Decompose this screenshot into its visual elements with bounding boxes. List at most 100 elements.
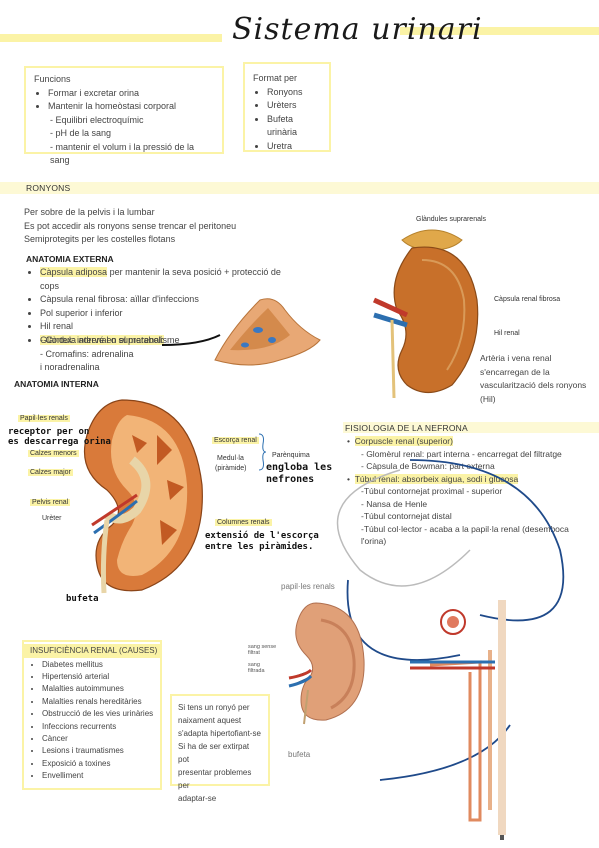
list-item: Formar i excretar orina [48, 87, 214, 101]
label-columnes-renals: Columnes renals [215, 519, 272, 526]
list-item: Hil renal [40, 320, 300, 334]
note-line: Artèria i vena renal [480, 353, 552, 363]
label-calzes-major: Calzes major [28, 469, 73, 476]
funcions-list: Formar i excretar orina Mantenir la home… [34, 87, 214, 114]
label-line: filtrada [248, 668, 265, 674]
kidney-external-illustration [372, 229, 479, 399]
label-line: sang [248, 662, 260, 668]
anatomia-externa-heading: ANATOMIA EXTERNA [26, 254, 114, 264]
format-per-list: Ronyons Urèters Bufeta urinària Uretra [253, 86, 321, 154]
hil-note: Artèria i vena renal s'encarregan de la … [480, 352, 586, 406]
list-item: Càncer [42, 733, 156, 745]
label-bufeta-bottom: bufeta [288, 750, 311, 759]
list-item: Obstrucció de les vies urinàries [42, 708, 156, 720]
label-glandules: Glàndules suprarenals [416, 216, 487, 223]
note-line: Si ha de ser extirpat pot [178, 742, 250, 764]
page-title: Sistema urinari [232, 12, 483, 47]
list-item: Hipertensió arterial [42, 671, 156, 683]
list-item: Urèters [267, 99, 321, 113]
nefrona-section-label: FISIOLOGIA DE LA NEFRONA [345, 423, 468, 433]
hand-extensio: extensió de l'escorça entre les piràmide… [205, 531, 319, 553]
hand-bufeta: bufeta [66, 594, 99, 604]
label-hil-renal: Hil renal [494, 330, 520, 337]
hand-engloba: engloba les nefrones [266, 462, 332, 486]
ronyons-intro: Per sobre de la pelvis i la lumbar Es po… [24, 206, 264, 247]
note-line: naixament aquest [178, 716, 242, 725]
brace [258, 433, 267, 471]
sub-item: i noradrenalina [40, 362, 100, 372]
anatomia-interna-heading: ANATOMIA INTERNA [14, 379, 99, 389]
format-per-box: Format per Ronyons Urèters Bufeta urinàr… [243, 62, 331, 152]
label-piramide: (piràmide) [215, 465, 247, 472]
list-item: Càpsula renal fibrosa: aïllar d'infeccio… [40, 293, 300, 307]
insuficiencia-heading: INSUFICIÈNCIA RENAL (CAUSES) [24, 644, 160, 658]
list-item: • Túbul renal: absorbeix aigua, sodi i g… [347, 473, 519, 484]
anatomia-externa-list: Càpsula adiposa per mantenir la seva pos… [26, 266, 300, 347]
list-item: Diabetes mellitus [42, 659, 156, 671]
list-item: Ronyons [267, 86, 321, 100]
label-calzes-menors: Calzes menors [28, 450, 79, 457]
nephron-diagram [336, 459, 565, 840]
label-line: filtrat [248, 650, 260, 656]
note-line: presentar problemes per [178, 768, 252, 790]
list-item: Bufeta urinària [267, 113, 321, 140]
title-highlight-left [0, 34, 222, 42]
sub-item: -Túbul contornejat proximal - superior [361, 486, 503, 496]
insuficiencia-list: Diabetes mellitus Hipertensió arterial M… [28, 659, 156, 783]
list-item: Infeccions recurrents [42, 721, 156, 733]
hand-line: nefrones [266, 474, 315, 485]
hand-receptor: receptor per on es descarrega orina [8, 427, 111, 447]
sub-item: -Túbul contornejat distal [361, 511, 452, 521]
label-line: sang sense [248, 644, 277, 650]
list-item: Exposició a toxines [42, 758, 156, 770]
hand-line: entre les piràmides. [205, 542, 314, 552]
sub-item: - mantenir el volum i la pressió de la s… [50, 141, 195, 166]
list-item: Envelliment [42, 770, 156, 782]
sub-item: - pH de la sang [50, 128, 112, 138]
intro-line: Semiprotegits per les costelles flotans [24, 234, 176, 244]
label-parenquima: Parènquima [272, 452, 310, 459]
intro-line: Es pot accedir als ronyons sense trencar… [24, 220, 237, 231]
sub-item: - Equilibri electroquímic [50, 114, 144, 125]
sub-item: - Cromafins: adrenalina [40, 348, 134, 359]
list-item: Malalties renals hereditàries [42, 696, 156, 708]
list-item: • Corpuscle renal (superior) [347, 436, 453, 446]
label-sang-sense: sang sense filtrat [248, 644, 276, 656]
sub-item: -Túbul col·lector - acaba a la papil·la … [361, 523, 569, 534]
hand-line: extensió de l'escorça [205, 531, 319, 541]
intro-line: Per sobre de la pelvis i la lumbar [24, 207, 155, 217]
label-sang-filtrada: sang filtrada [248, 662, 265, 674]
note-line: vascularització dels ronyons [480, 380, 587, 390]
list-item: Pol superior i inferior [40, 307, 300, 321]
adrenal-gland-illustration [161, 298, 321, 366]
list-item: Malalties autoimmunes [42, 683, 156, 695]
list-item: Glàndula adrenal o suprarenal: [40, 334, 300, 348]
nefrona-content: • Corpuscle renal (superior) - Glomèrul … [347, 435, 597, 548]
sub-item: - Glomèrul renal: part interna - encarre… [361, 448, 562, 459]
note-box: Si tens un ronyó per naixament aquest s'… [170, 694, 270, 803]
ronyons-section-label: RONYONS [26, 183, 71, 193]
hand-line: receptor per on [8, 427, 90, 437]
sub-item: - Nansa de Henle [361, 498, 428, 509]
format-per-heading: Format per [253, 73, 298, 83]
note-line: s'encarregan de la [480, 366, 550, 377]
sub-item: - Càpsula de Bowman: part externa [361, 461, 495, 471]
funcions-heading: Funcions [34, 74, 71, 84]
list-item: Uretra [267, 140, 321, 154]
ronyons-band [0, 182, 599, 194]
label-pelvis-renal: Pelvis renal [30, 499, 71, 506]
list-item: Càpsula adiposa per mantenir la seva pos… [40, 266, 300, 293]
kidney-internal-illustration [83, 399, 203, 594]
sub-item: l'orina) [361, 536, 387, 546]
note-line: adaptar-se [178, 794, 217, 803]
insuficiencia-box: INSUFICIÈNCIA RENAL (CAUSES) Diabetes me… [22, 640, 162, 790]
adrenal-sub: - Còrtex: intervé en el metabolisme - Cr… [40, 334, 190, 375]
label-capsula-fibrosa: Càpsula renal fibrosa [494, 296, 561, 303]
hand-line: es descarrega orina [8, 437, 111, 447]
label-papil-renals: Papil·les renals [18, 415, 70, 422]
label-medulla: Medul·la [217, 455, 244, 462]
label-ureter: Urèter [42, 515, 62, 522]
note-line: s'adapta hipertofiant-se [178, 729, 261, 738]
label-escorca-renal: Escorça renal [212, 437, 259, 444]
title-highlight-right [400, 27, 599, 35]
